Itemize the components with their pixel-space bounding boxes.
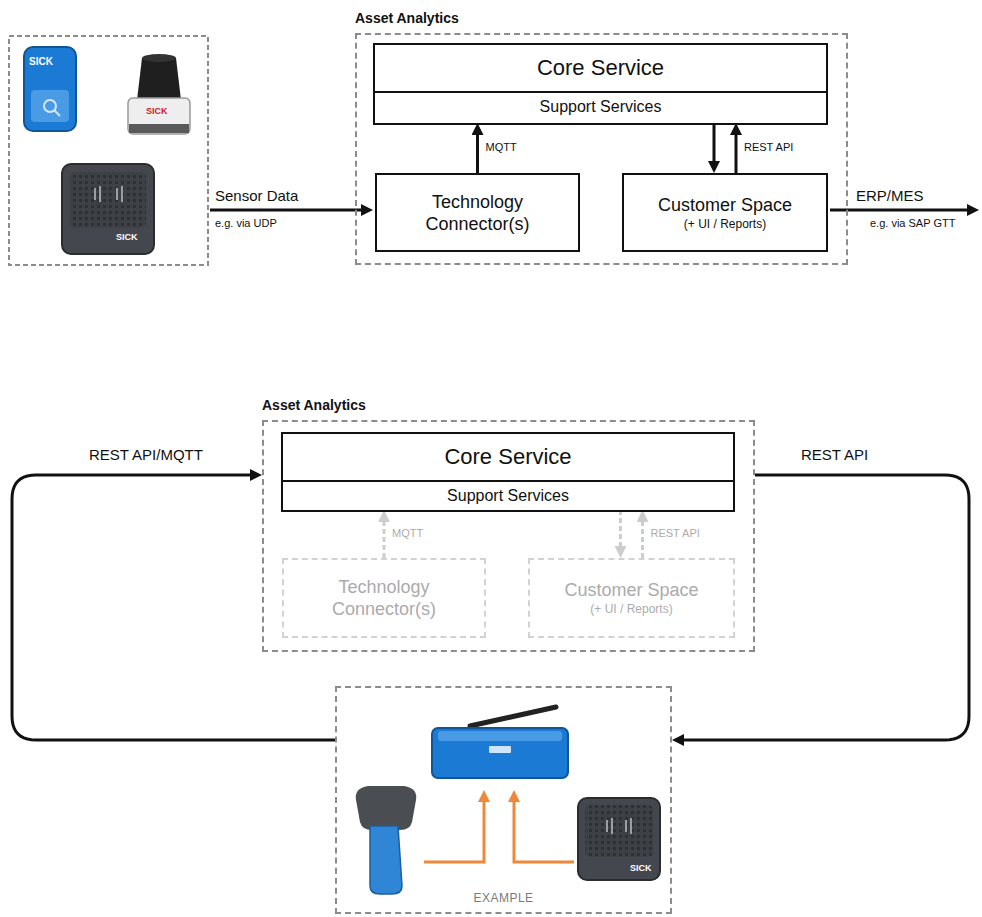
sensor-data-arrow	[210, 209, 367, 212]
service-box: Support ServicesCore Service	[281, 432, 735, 512]
edge-label: MQTT	[391, 527, 424, 540]
edge-label: REST API	[650, 527, 701, 540]
gateway-device	[432, 728, 568, 778]
tag-icon	[54, 110, 60, 116]
label-anchor: SICK	[630, 863, 652, 874]
box-title: Technology Connector(s)	[385, 191, 570, 235]
label-anchor: REST API	[650, 527, 701, 540]
group-heading: Asset Analytics	[355, 10, 844, 27]
box-sensor-mark	[607, 818, 631, 834]
annotation-text: ERP/MES	[856, 187, 924, 205]
sensor-group-frame	[9, 36, 208, 265]
band-label: Support Services	[283, 482, 733, 510]
data-flow-arrow	[514, 796, 574, 862]
box-sensor	[62, 164, 154, 254]
connector-arrow	[476, 129, 479, 173]
box-sensor	[578, 798, 660, 880]
inactive-box: Technology Connector(s)	[282, 558, 486, 638]
gateway-antenna	[470, 707, 556, 726]
group-heading: Asset Analytics	[262, 397, 751, 414]
brand-logo-text: SICK	[116, 232, 138, 243]
tag-sensor	[24, 47, 76, 131]
label-anchor: SICK	[116, 232, 138, 243]
label-anchor: e.g. via UDP	[215, 217, 277, 230]
brand-logo-text: SICK	[146, 106, 168, 117]
label-anchor: Sensor Data	[215, 187, 298, 205]
brand-logo-text: SICK	[630, 863, 652, 874]
edge-label: REST API/MQTT	[88, 446, 204, 464]
component-box: Technology Connector(s)	[375, 173, 580, 252]
edge-label: REST API	[800, 446, 869, 464]
label-anchor: SICK	[29, 56, 53, 68]
connector-arrow	[619, 510, 622, 552]
support-band: Support Services	[283, 480, 733, 510]
annotation-text: e.g. via UDP	[215, 217, 277, 230]
inactive-box: Customer Space(+ UI / Reports)	[528, 558, 735, 638]
annotation-text: e.g. via SAP GTT	[870, 217, 955, 230]
box-title: Technology Connector(s)	[292, 576, 476, 620]
lidar-head	[142, 54, 176, 62]
edge-label: MQTT	[485, 141, 518, 154]
box-title: Customer Space	[564, 579, 698, 601]
connector-arrow	[735, 129, 738, 173]
box-sensor-face	[70, 172, 146, 228]
annotation-text: Sensor Data	[215, 187, 298, 205]
component-box: Customer Space(+ UI / Reports)	[622, 173, 828, 252]
label-anchor: MQTT	[391, 527, 424, 540]
service-title: Core Service	[283, 434, 733, 480]
scanner-head	[356, 786, 417, 830]
lidar-head	[137, 58, 181, 100]
connector-arrow	[383, 516, 386, 558]
box-sensor-face	[585, 805, 653, 857]
lidar-base	[128, 98, 190, 134]
lidar-base	[129, 124, 189, 133]
label-anchor: MQTT	[485, 141, 518, 154]
band-label: Support Services	[375, 93, 826, 121]
edge-label: REST API	[743, 141, 794, 154]
data-flow-arrow	[424, 796, 484, 862]
connector-arrow	[641, 516, 644, 558]
label-anchor: e.g. via SAP GTT	[870, 217, 955, 230]
support-band: Support Services	[375, 91, 826, 123]
box-title: Customer Space	[658, 194, 792, 216]
label-anchor: REST API	[743, 141, 794, 154]
label-anchor: REST API/MQTT	[88, 446, 204, 464]
scanner-handle	[370, 826, 402, 894]
label-anchor: ERP/MES	[856, 187, 924, 205]
box-subtitle: (+ UI / Reports)	[684, 217, 766, 232]
service-title: Core Service	[375, 45, 826, 91]
service-box: Support ServicesCore Service	[373, 43, 828, 125]
gateway-top	[438, 731, 562, 741]
label-anchor: SICK	[146, 106, 168, 117]
box-sensor-mark	[95, 186, 122, 202]
gateway-badge	[489, 746, 511, 753]
connector-arrow	[713, 123, 716, 167]
example-group: EXAMPLE	[335, 686, 672, 914]
label-anchor: REST API	[800, 446, 869, 464]
box-subtitle: (+ UI / Reports)	[590, 602, 672, 617]
example-caption: EXAMPLE	[473, 891, 533, 906]
tag-window	[31, 90, 69, 122]
erp-arrow	[830, 209, 973, 212]
brand-logo-text: SICK	[29, 56, 53, 68]
